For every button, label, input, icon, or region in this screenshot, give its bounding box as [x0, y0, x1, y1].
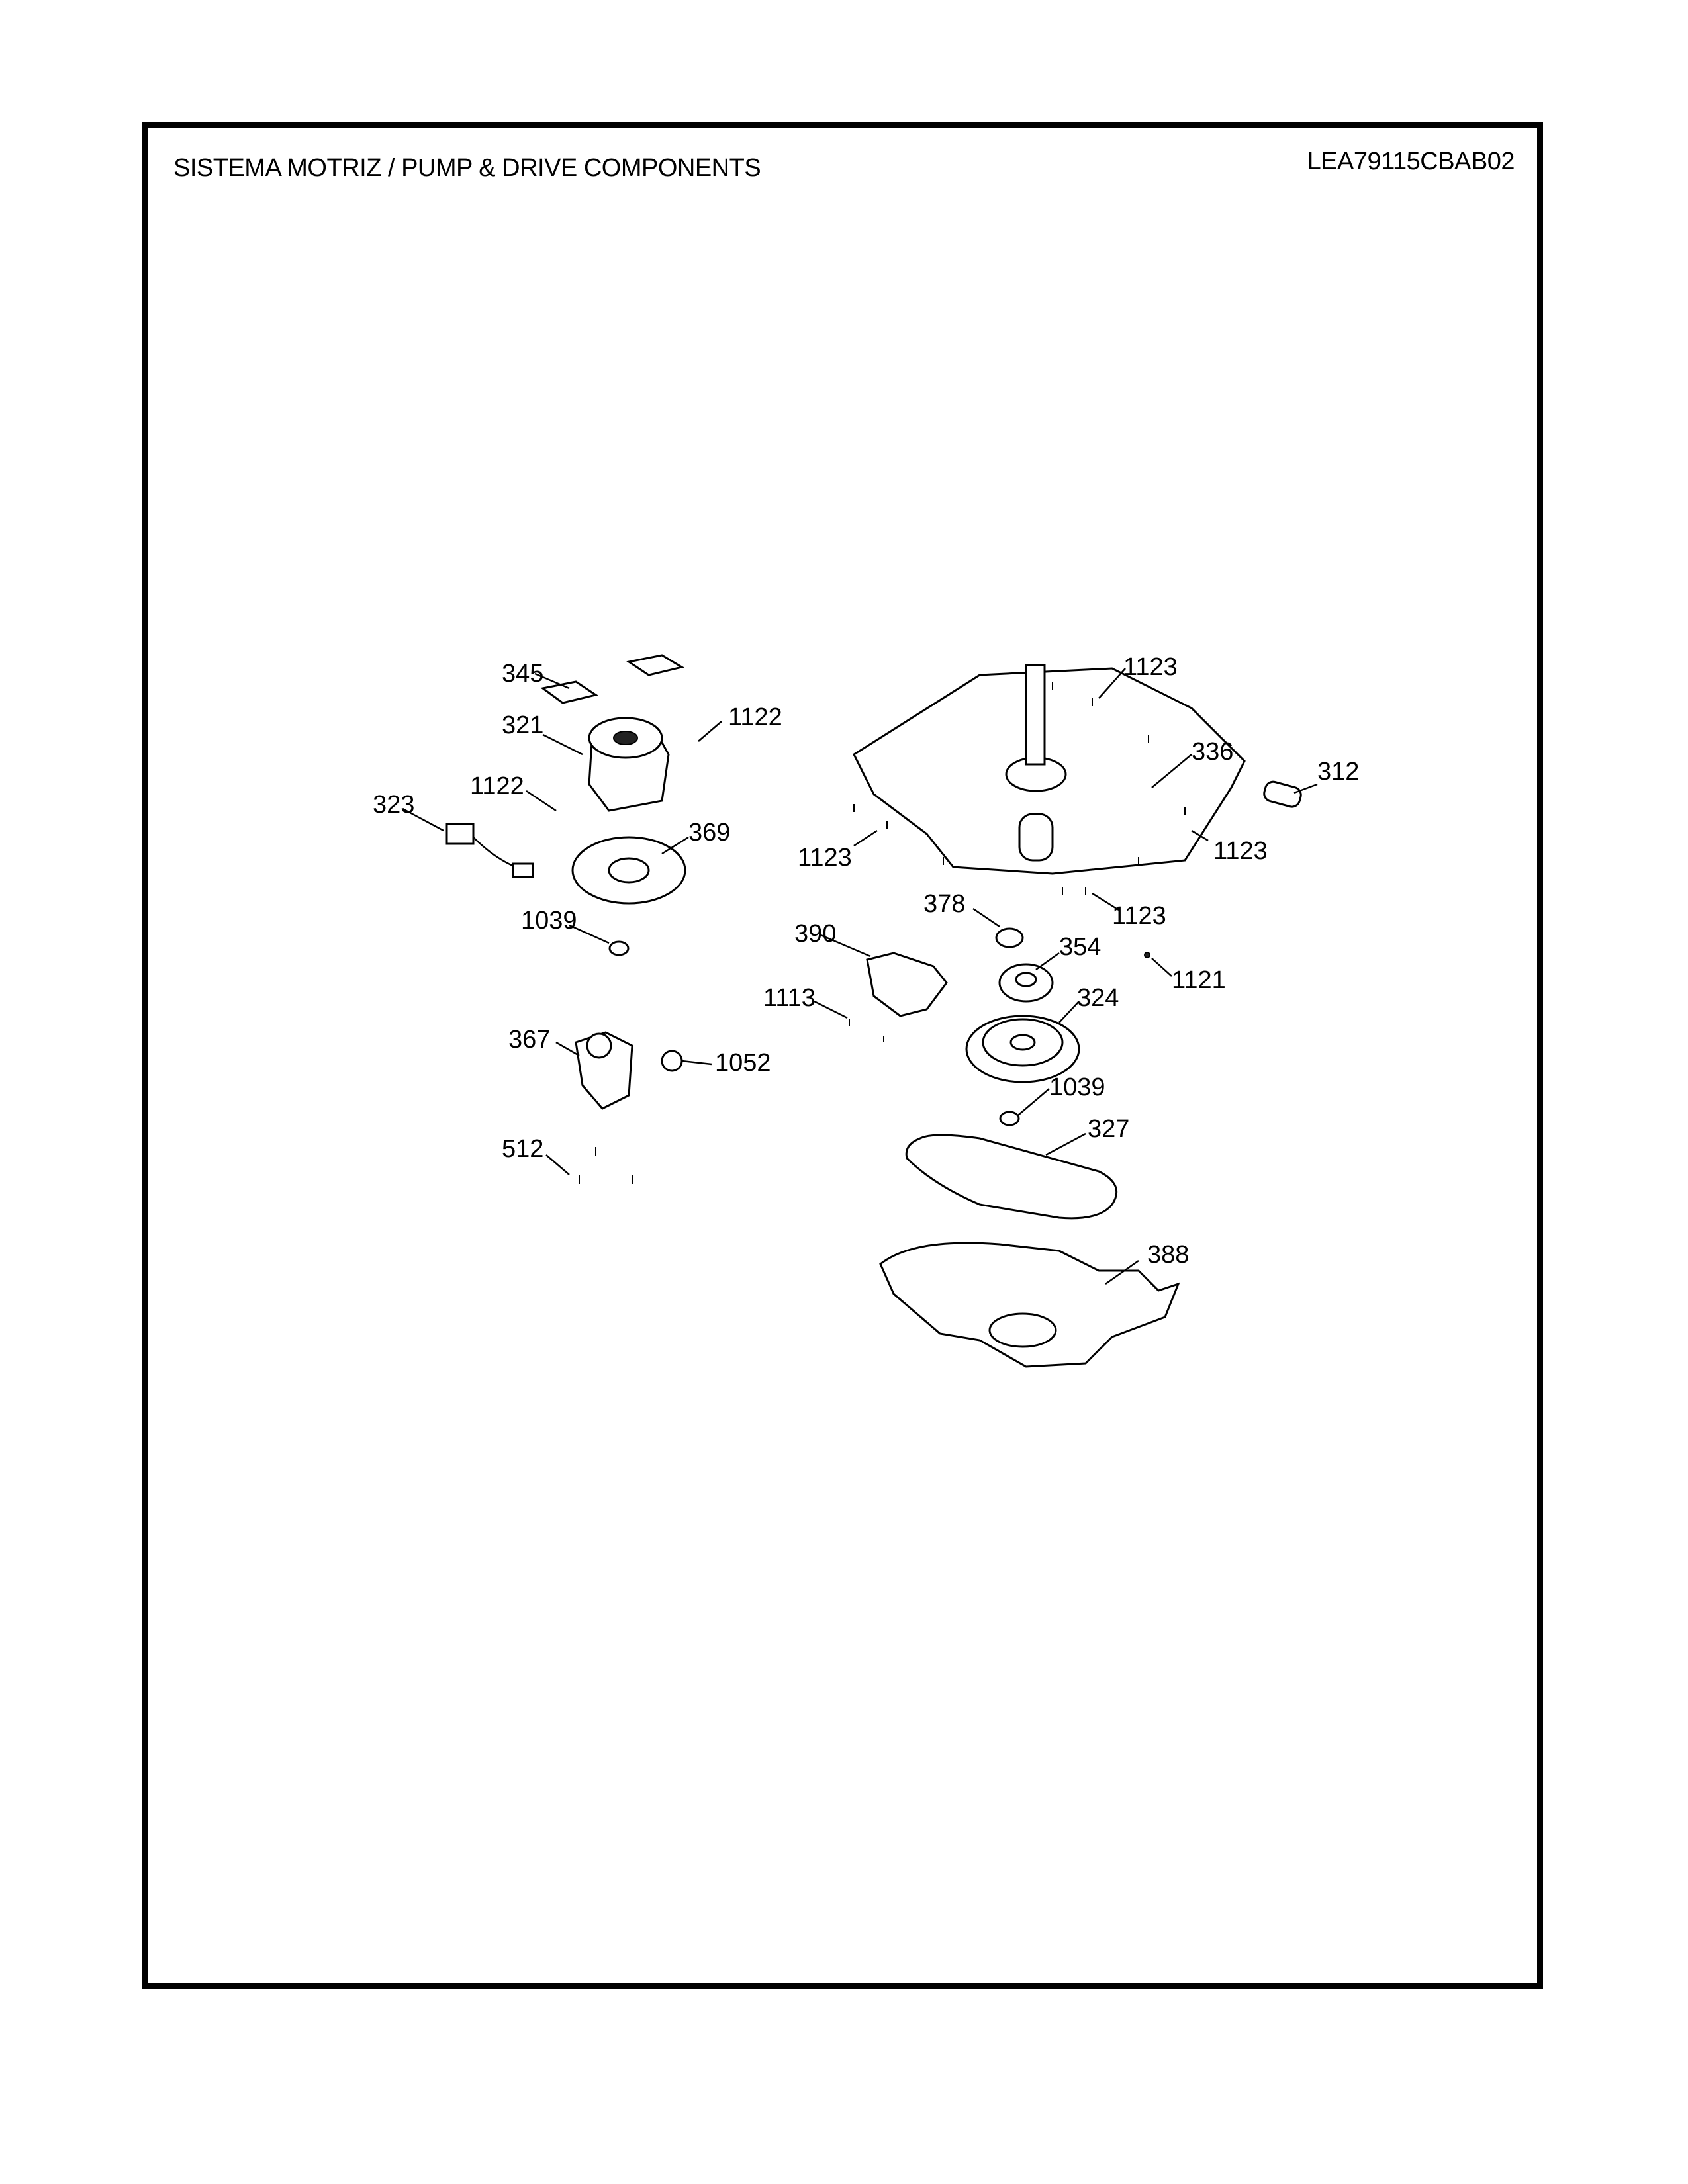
part-345-pads: [540, 654, 684, 704]
model-number: LEA79115CBAB02: [1307, 148, 1515, 175]
callout-378: 378: [923, 890, 965, 918]
callout-1113: 1113: [763, 984, 816, 1012]
callout-390: 390: [794, 920, 836, 948]
part-1052-clamp: [661, 1050, 683, 1072]
part-512-screws: [579, 1147, 633, 1184]
part-321-motor: [588, 717, 670, 812]
part-324-pulley: [965, 1015, 1080, 1083]
part-1123-screws: [853, 682, 1186, 895]
callout-1122: 1122: [728, 704, 782, 731]
callout-369: 369: [688, 819, 730, 846]
part-388-cover: [879, 1242, 1180, 1368]
callout-312: 312: [1317, 758, 1359, 786]
callout-354: 354: [1059, 933, 1101, 961]
callout-321: 321: [502, 711, 543, 739]
callout-388: 388: [1147, 1241, 1189, 1269]
part-1113-screws: [849, 1019, 884, 1042]
callout-327: 327: [1088, 1115, 1129, 1143]
part-1039-nut: [608, 940, 630, 956]
diagram-frame: [142, 122, 1543, 1989]
callout-1121: 1121: [1172, 966, 1226, 994]
part-367-pump: [575, 1031, 633, 1110]
callout-1039: 1039: [521, 907, 577, 934]
callout-1052: 1052: [715, 1049, 771, 1077]
part-390-shifter: [866, 952, 948, 1017]
part-1121-pin: [1144, 952, 1150, 958]
part-378-bushing: [995, 927, 1024, 948]
callout-1123-top: 1123: [1123, 653, 1178, 681]
callout-512: 512: [502, 1135, 543, 1163]
part-312-capacitor: [1263, 780, 1302, 808]
callout-336: 336: [1192, 738, 1233, 766]
callout-323: 323: [373, 791, 414, 819]
callout-1039-right: 1039: [1049, 1073, 1105, 1101]
callout-1123-left: 1123: [798, 844, 852, 872]
part-354-gear: [998, 963, 1054, 1003]
callout-324: 324: [1077, 984, 1119, 1012]
part-327-belt: [905, 1134, 1118, 1220]
callout-1122-lower: 1122: [470, 772, 524, 800]
part-336-baseplate: [853, 664, 1246, 875]
callout-367: 367: [508, 1026, 550, 1054]
leader-lines: [403, 668, 1318, 1285]
callout-345: 345: [502, 660, 543, 688]
part-323-harness: [445, 823, 534, 878]
page-title: SISTEMA MOTRIZ / PUMP & DRIVE COMPONENTS: [173, 154, 761, 182]
callout-1123-right: 1123: [1213, 837, 1268, 865]
callout-1123-bottom: 1123: [1112, 902, 1166, 930]
part-1039-nut-2: [999, 1111, 1020, 1126]
part-369-pulley: [571, 836, 686, 905]
